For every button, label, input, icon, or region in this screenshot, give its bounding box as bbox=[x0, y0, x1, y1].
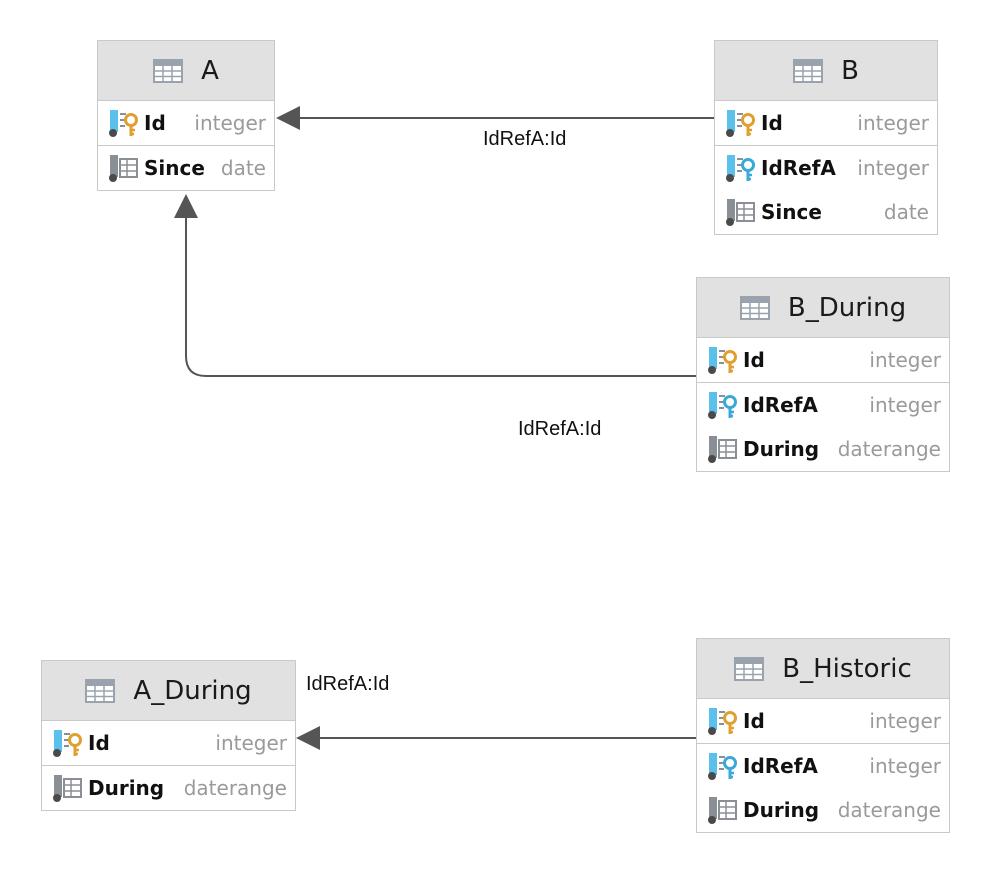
column-row[interactable]: IdRefA integer bbox=[715, 146, 937, 190]
primary-key-icon bbox=[707, 345, 739, 375]
foreign-key-icon bbox=[707, 390, 739, 420]
key-section: Id integer bbox=[715, 101, 937, 146]
column-name: Since bbox=[144, 156, 205, 180]
column-row[interactable]: Id integer bbox=[697, 699, 949, 743]
relation-b-during-to-a-arrowhead bbox=[174, 194, 198, 218]
entity-header: B bbox=[715, 41, 937, 101]
column-type: integer bbox=[215, 731, 287, 755]
foreign-key-icon bbox=[707, 751, 739, 781]
foreign-key-icon bbox=[725, 153, 757, 183]
column-type: integer bbox=[857, 111, 929, 135]
entity-title: B bbox=[841, 55, 859, 86]
column-name: During bbox=[743, 798, 820, 822]
entity-header: B_During bbox=[697, 278, 949, 338]
column-icon bbox=[52, 773, 84, 803]
column-row[interactable]: IdRefA integer bbox=[697, 383, 949, 427]
entity-title: B_Historic bbox=[782, 653, 912, 684]
table-icon bbox=[85, 678, 116, 703]
column-type: integer bbox=[869, 754, 941, 778]
column-section: Since date bbox=[98, 146, 274, 190]
column-row[interactable]: Since date bbox=[715, 190, 937, 234]
column-type: integer bbox=[194, 111, 266, 135]
column-row[interactable]: During daterange bbox=[697, 427, 949, 471]
entity-header: A bbox=[98, 41, 274, 101]
column-row[interactable]: Id integer bbox=[42, 721, 295, 765]
column-type: daterange bbox=[837, 437, 941, 461]
relation-label: IdRefA:Id bbox=[306, 673, 390, 695]
relation-label: IdRefA:Id bbox=[483, 128, 567, 150]
key-section: Id integer bbox=[697, 338, 949, 383]
primary-key-icon bbox=[108, 108, 140, 138]
entity-header: A_During bbox=[42, 661, 295, 721]
column-section: During daterange bbox=[42, 766, 295, 810]
column-row[interactable]: Id integer bbox=[697, 338, 949, 382]
column-type: integer bbox=[857, 156, 929, 180]
column-icon bbox=[108, 153, 140, 183]
relation-b-during-to-a-line[interactable] bbox=[185, 216, 696, 377]
column-icon bbox=[707, 795, 739, 825]
column-name: IdRefA bbox=[743, 754, 818, 778]
column-type: integer bbox=[869, 348, 941, 372]
column-name: Id bbox=[761, 111, 783, 135]
table-icon bbox=[734, 656, 765, 681]
column-icon bbox=[707, 434, 739, 464]
column-row[interactable]: During daterange bbox=[697, 788, 949, 832]
primary-key-icon bbox=[707, 706, 739, 736]
column-type: date bbox=[883, 200, 929, 224]
column-name: IdRefA bbox=[761, 156, 836, 180]
table-icon bbox=[153, 58, 184, 83]
primary-key-icon bbox=[725, 108, 757, 138]
entity-title: A bbox=[201, 55, 219, 86]
key-section: Id integer bbox=[697, 699, 949, 744]
column-name: During bbox=[743, 437, 820, 461]
column-row[interactable]: IdRefA integer bbox=[697, 744, 949, 788]
column-type: daterange bbox=[183, 776, 287, 800]
key-section: Id integer bbox=[42, 721, 295, 766]
column-type: integer bbox=[869, 709, 941, 733]
entity-a-during[interactable]: A_During Id integer During daterange bbox=[41, 660, 296, 811]
column-name: Id bbox=[88, 731, 110, 755]
column-row[interactable]: Id integer bbox=[715, 101, 937, 145]
relation-b-to-a-arrowhead bbox=[276, 106, 300, 130]
column-name: Id bbox=[743, 709, 765, 733]
entity-a[interactable]: A Id integer Since date bbox=[97, 40, 275, 191]
entity-title: B_During bbox=[787, 292, 907, 323]
table-icon bbox=[793, 58, 824, 83]
column-name: IdRefA bbox=[743, 393, 818, 417]
relation-b-historic-to-a-during-arrowhead bbox=[296, 726, 320, 750]
column-type: daterange bbox=[837, 798, 941, 822]
column-name: Id bbox=[144, 111, 166, 135]
column-name: Id bbox=[743, 348, 765, 372]
column-row[interactable]: Since date bbox=[98, 146, 274, 190]
column-icon bbox=[725, 197, 757, 227]
table-icon bbox=[739, 295, 770, 320]
primary-key-icon bbox=[52, 728, 84, 758]
column-row[interactable]: Id integer bbox=[98, 101, 274, 145]
key-section: Id integer bbox=[98, 101, 274, 146]
entity-title: A_During bbox=[133, 675, 252, 706]
column-row[interactable]: During daterange bbox=[42, 766, 295, 810]
column-type: integer bbox=[869, 393, 941, 417]
column-type: date bbox=[220, 156, 266, 180]
column-name: During bbox=[88, 776, 165, 800]
relation-label: IdRefA:Id bbox=[518, 418, 602, 440]
column-name: Since bbox=[761, 200, 822, 224]
entity-header: B_Historic bbox=[697, 639, 949, 699]
